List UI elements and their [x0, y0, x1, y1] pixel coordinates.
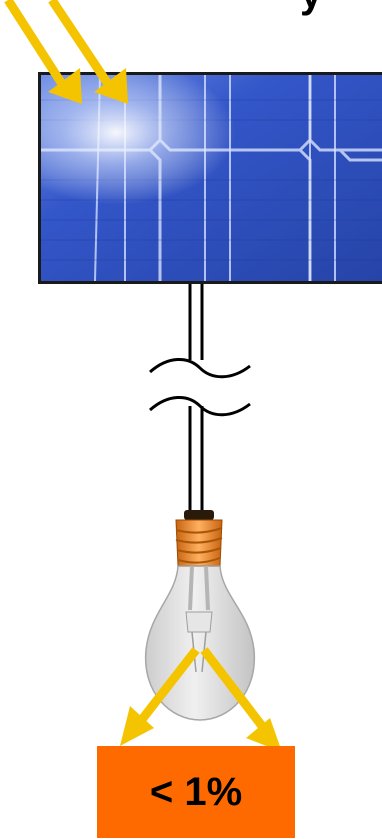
output-efficiency-label: < 1%: [97, 746, 295, 838]
sunlight-arrow-icon: [8, 0, 128, 104]
solar-panel-icon: [38, 72, 382, 284]
cable-break-icon: [150, 359, 250, 414]
